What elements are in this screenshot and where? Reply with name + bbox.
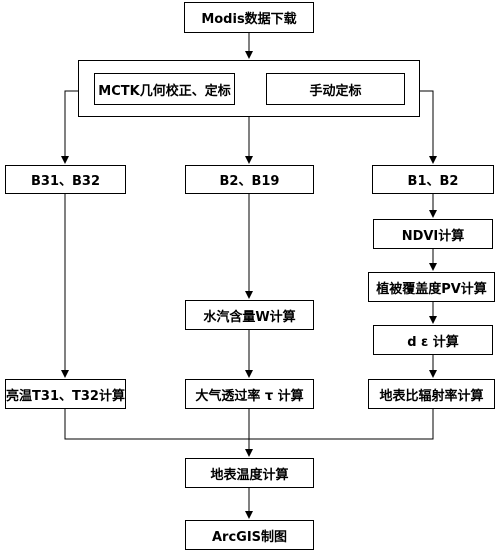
node-ndvi-calc: NDVI计算 [373, 219, 493, 249]
node-delta-epsilon-calc: d ε 计算 [373, 325, 493, 355]
node-b2-b19: B2、B19 [185, 165, 314, 194]
node-arcgis-mapping: ArcGIS制图 [185, 520, 314, 550]
node-b1-b2: B1、B2 [372, 165, 494, 194]
node-water-vapor-calc: 水汽含量W计算 [185, 300, 314, 330]
merge-line-left [64, 409, 249, 440]
merge-line-right [249, 409, 434, 440]
node-atmospheric-transmittance-calc: 大气透过率 τ 计算 [185, 379, 314, 409]
node-land-surface-temperature-calc: 地表温度计算 [185, 458, 314, 488]
arrow-calibration-to-b31b32 [61, 90, 78, 164]
arrow-calibration-to-b1b2 [420, 90, 437, 164]
node-b31-b32: B31、B32 [5, 165, 126, 194]
node-mctk-calibration: MCTK几何校正、定标 [94, 73, 235, 105]
node-modis-download: Modis数据下载 [184, 2, 314, 33]
node-brightness-temperature-calc: 亮温T31、T32计算 [5, 379, 126, 409]
node-vegetation-cover-calc: 植被覆盖度PV计算 [368, 272, 495, 302]
node-manual-calibration: 手动定标 [266, 73, 405, 105]
node-surface-emissivity-calc: 地表比辐射率计算 [368, 379, 495, 409]
